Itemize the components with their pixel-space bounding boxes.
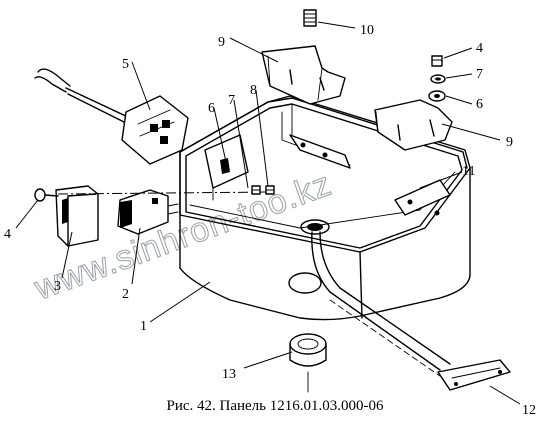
housing-box	[179, 95, 471, 321]
callout-4-left: 4	[4, 227, 11, 242]
bolt-10	[303, 9, 317, 27]
fasteners-right	[428, 55, 446, 102]
callouts: 5 9 10 4 7 6 9 6 7 8 11 4 3 2 1 13 12	[4, 23, 536, 418]
callout-7-inner: 7	[228, 93, 235, 108]
callout-10: 10	[360, 23, 374, 38]
plug-13	[289, 333, 327, 393]
leader-lines	[15, 21, 521, 405]
switch-lever-5	[34, 68, 189, 165]
connector-2	[117, 189, 179, 235]
bracket-9-top	[261, 45, 346, 105]
callout-3: 3	[54, 279, 61, 294]
callout-4-right: 4	[476, 41, 483, 56]
callout-1: 1	[140, 319, 147, 334]
callout-9-right: 9	[506, 135, 513, 150]
callout-11: 11	[462, 164, 475, 179]
nut-washer-7-8-inner	[251, 185, 275, 195]
callout-8: 8	[250, 83, 257, 98]
callout-6-right: 6	[476, 97, 483, 112]
callout-6-inner: 6	[208, 101, 215, 116]
callout-9-top: 9	[218, 35, 225, 50]
callout-7-right: 7	[476, 67, 483, 82]
callout-5: 5	[122, 57, 129, 72]
callout-2: 2	[122, 287, 129, 302]
screw-4-left	[34, 188, 59, 202]
switch-cover-3	[55, 185, 99, 247]
bracket-9-right	[374, 99, 453, 151]
callout-13: 13	[222, 367, 236, 382]
figure-caption: Рис. 42. Панель 1216.01.03.000-06	[166, 398, 384, 414]
callout-12: 12	[522, 403, 536, 418]
cable-harness	[311, 231, 511, 391]
